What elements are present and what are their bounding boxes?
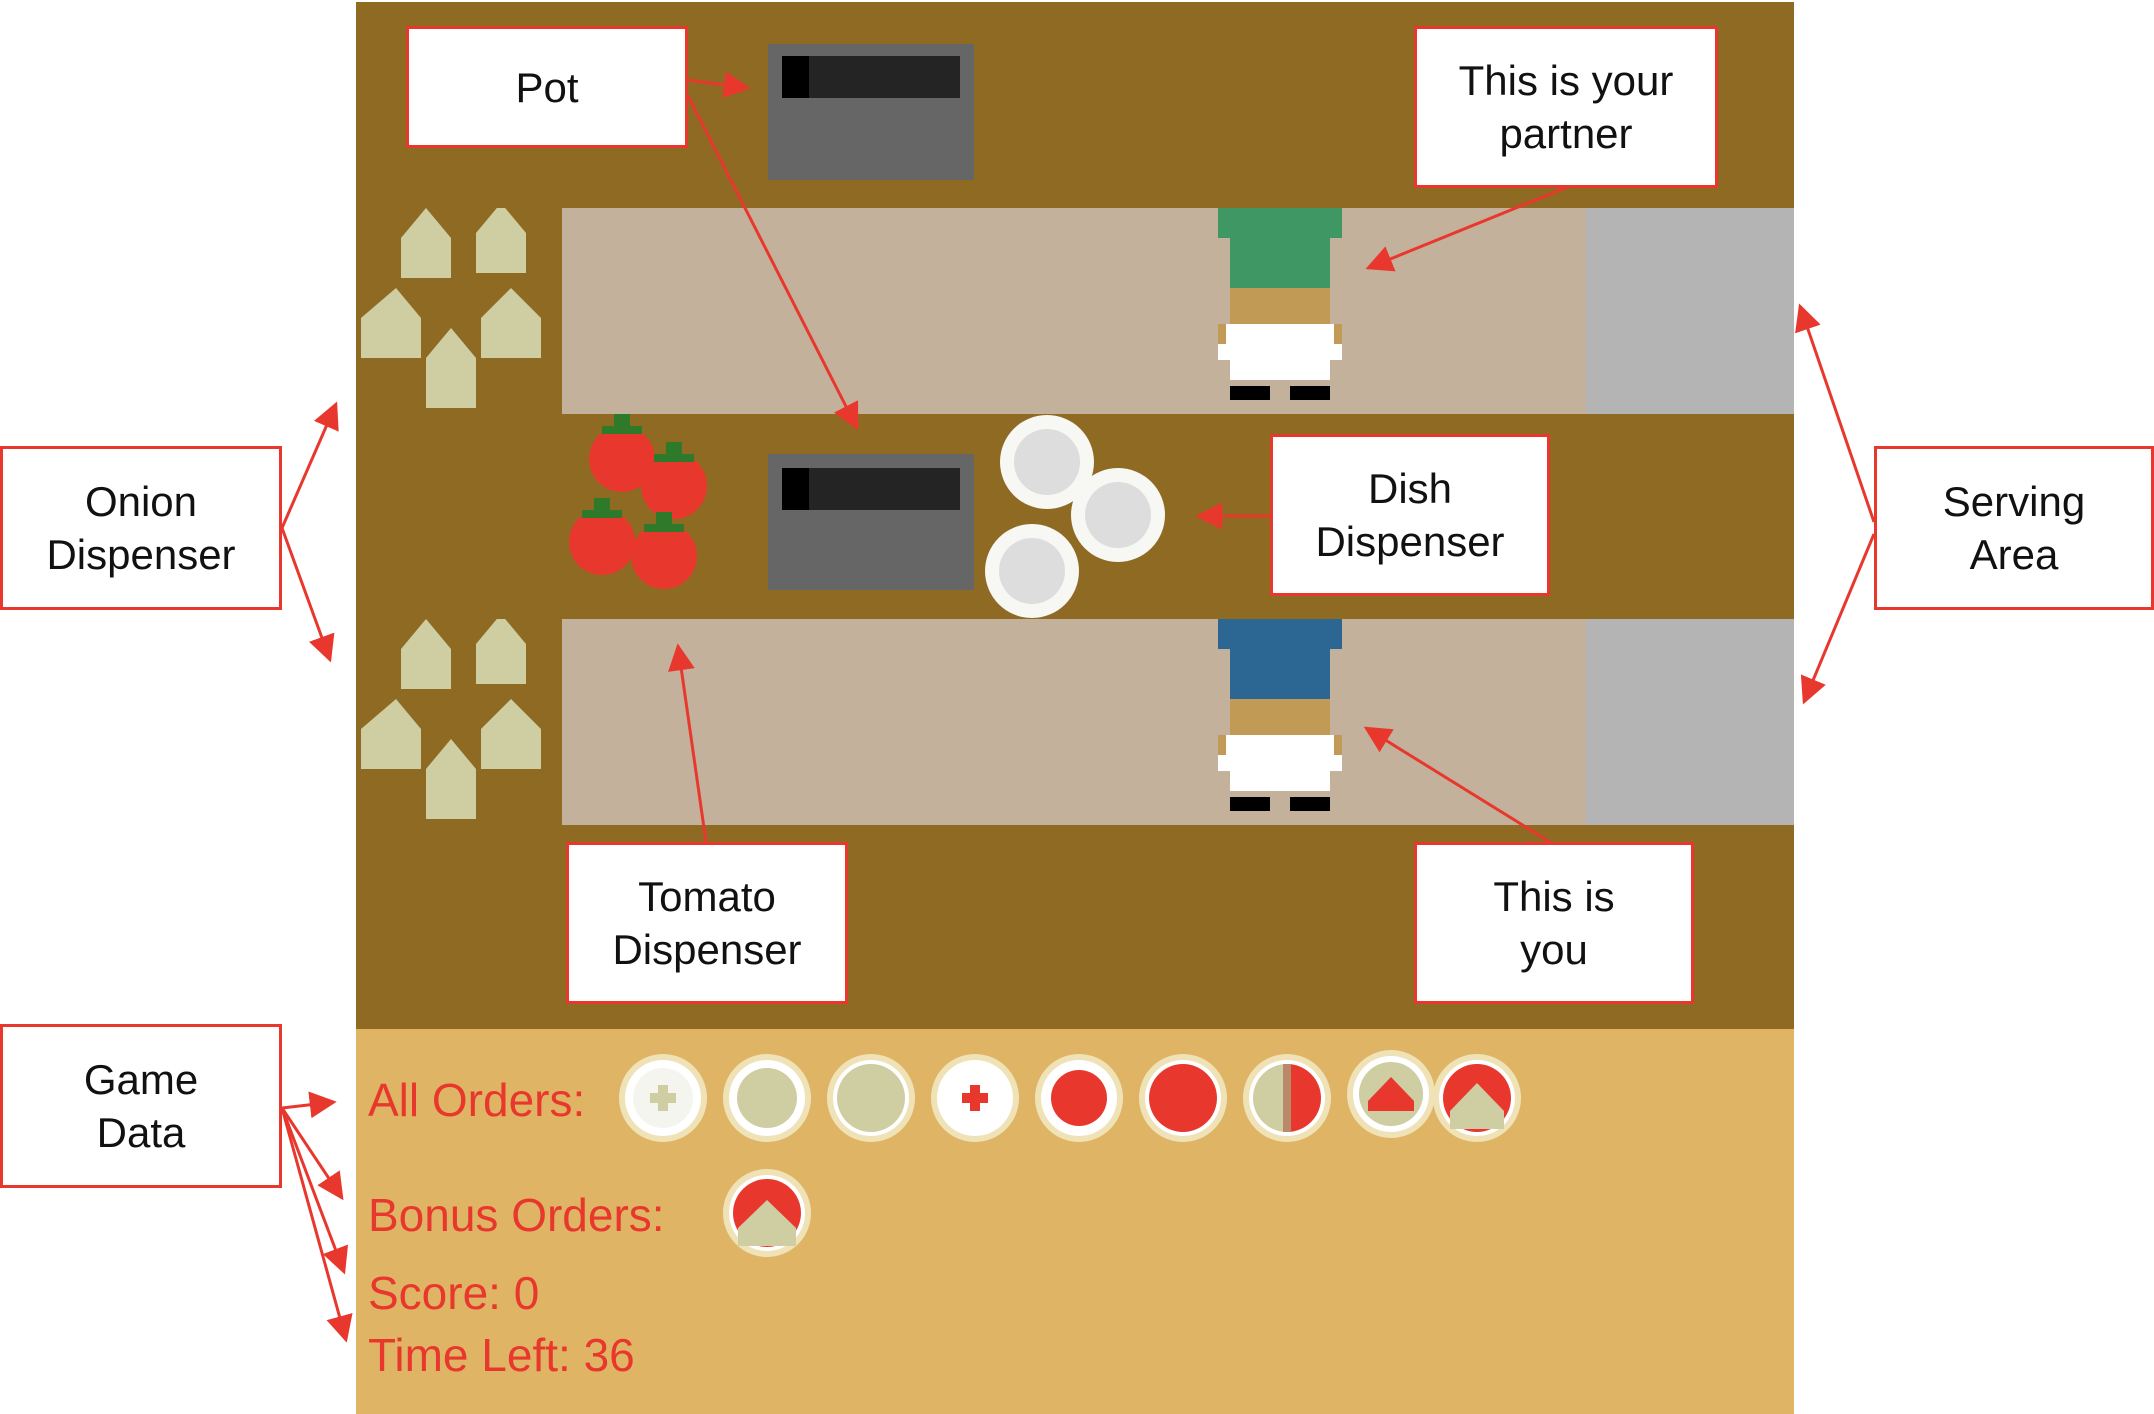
pot-progress-fill xyxy=(782,468,809,510)
serving-arrow-bottom xyxy=(1800,533,1876,705)
tomato-icon xyxy=(631,512,697,589)
onion-icon xyxy=(426,739,476,819)
bonus-orders-label: Bonus Orders: xyxy=(368,1189,665,1241)
game-data-callout: Game Data xyxy=(0,1024,282,1188)
3-onion-soup-icon xyxy=(827,1054,915,1142)
dish-dispenser-callout: Dish Dispenser xyxy=(1270,434,1550,596)
dish-icon xyxy=(1000,415,1094,509)
serving-area-top xyxy=(1586,208,1794,414)
onion-icon xyxy=(361,699,421,769)
pot-progress-bar xyxy=(782,468,960,510)
1-onion-soup-icon xyxy=(619,1054,707,1142)
onion-tomato-soup-icon xyxy=(1433,1054,1521,1142)
onion-icon xyxy=(361,288,421,358)
upper-floor xyxy=(562,208,1586,414)
2-onion-soup-icon xyxy=(723,1054,811,1142)
tomato-dispenser xyxy=(569,414,707,589)
1-tomato-soup-icon xyxy=(931,1054,1019,1142)
onion-arrow-bottom xyxy=(280,527,335,663)
game-data-arrow-orders xyxy=(281,1091,337,1119)
onion-dispenser-bottom xyxy=(361,619,541,819)
onion-icon xyxy=(401,208,451,278)
serving-area-callout: Serving Area xyxy=(1874,446,2154,610)
2-tomato-soup-icon xyxy=(1035,1054,1123,1142)
onion-dispenser-callout: Onion Dispenser xyxy=(0,446,282,610)
lower-floor xyxy=(562,619,1586,825)
middle-pot xyxy=(768,454,974,590)
pot-callout: Pot xyxy=(406,26,688,148)
onion-tomato-soup-icon xyxy=(1347,1050,1435,1138)
onion-icon xyxy=(401,619,451,689)
dish-icon xyxy=(985,524,1079,618)
pot-progress-fill xyxy=(782,56,809,98)
player-chef xyxy=(1218,619,1342,811)
onion-icon xyxy=(476,208,526,273)
onion-icon xyxy=(426,328,476,408)
game-data-arrow-score xyxy=(280,1107,349,1275)
all-orders-list xyxy=(619,1050,1521,1142)
game-data-arrow-time xyxy=(280,1107,353,1343)
serving-arrow-top xyxy=(1795,303,1876,523)
onion-icon xyxy=(476,619,526,684)
top-pot xyxy=(768,44,974,180)
onion-tomato-soup-icon xyxy=(1243,1054,1331,1142)
tomato-icon xyxy=(569,498,635,575)
tomato-icon xyxy=(641,442,707,519)
time-left-text: Time Left: 36 xyxy=(368,1329,635,1381)
onion-icon xyxy=(481,699,541,769)
onion-tomato-soup-icon xyxy=(723,1169,811,1257)
onion-dispenser-top xyxy=(361,208,541,408)
score-text: Score: 0 xyxy=(368,1267,540,1319)
game-data-arrow-bonus xyxy=(280,1107,344,1201)
tomato-dispenser-callout: Tomato Dispenser xyxy=(566,842,848,1004)
3-tomato-soup-icon xyxy=(1139,1054,1227,1142)
bonus-orders-list xyxy=(723,1169,811,1257)
all-orders-label: All Orders: xyxy=(368,1074,586,1126)
onion-icon xyxy=(481,288,541,358)
tomato-icon xyxy=(589,414,655,492)
serving-area-bottom xyxy=(1586,619,1794,825)
you-callout: This is you xyxy=(1414,842,1694,1004)
partner-chef xyxy=(1218,208,1342,400)
dish-icon xyxy=(1071,468,1165,562)
pot-progress-bar xyxy=(782,56,960,98)
onion-arrow-top xyxy=(280,401,339,529)
dish-dispenser xyxy=(985,415,1165,618)
partner-callout: This is your partner xyxy=(1414,26,1718,188)
